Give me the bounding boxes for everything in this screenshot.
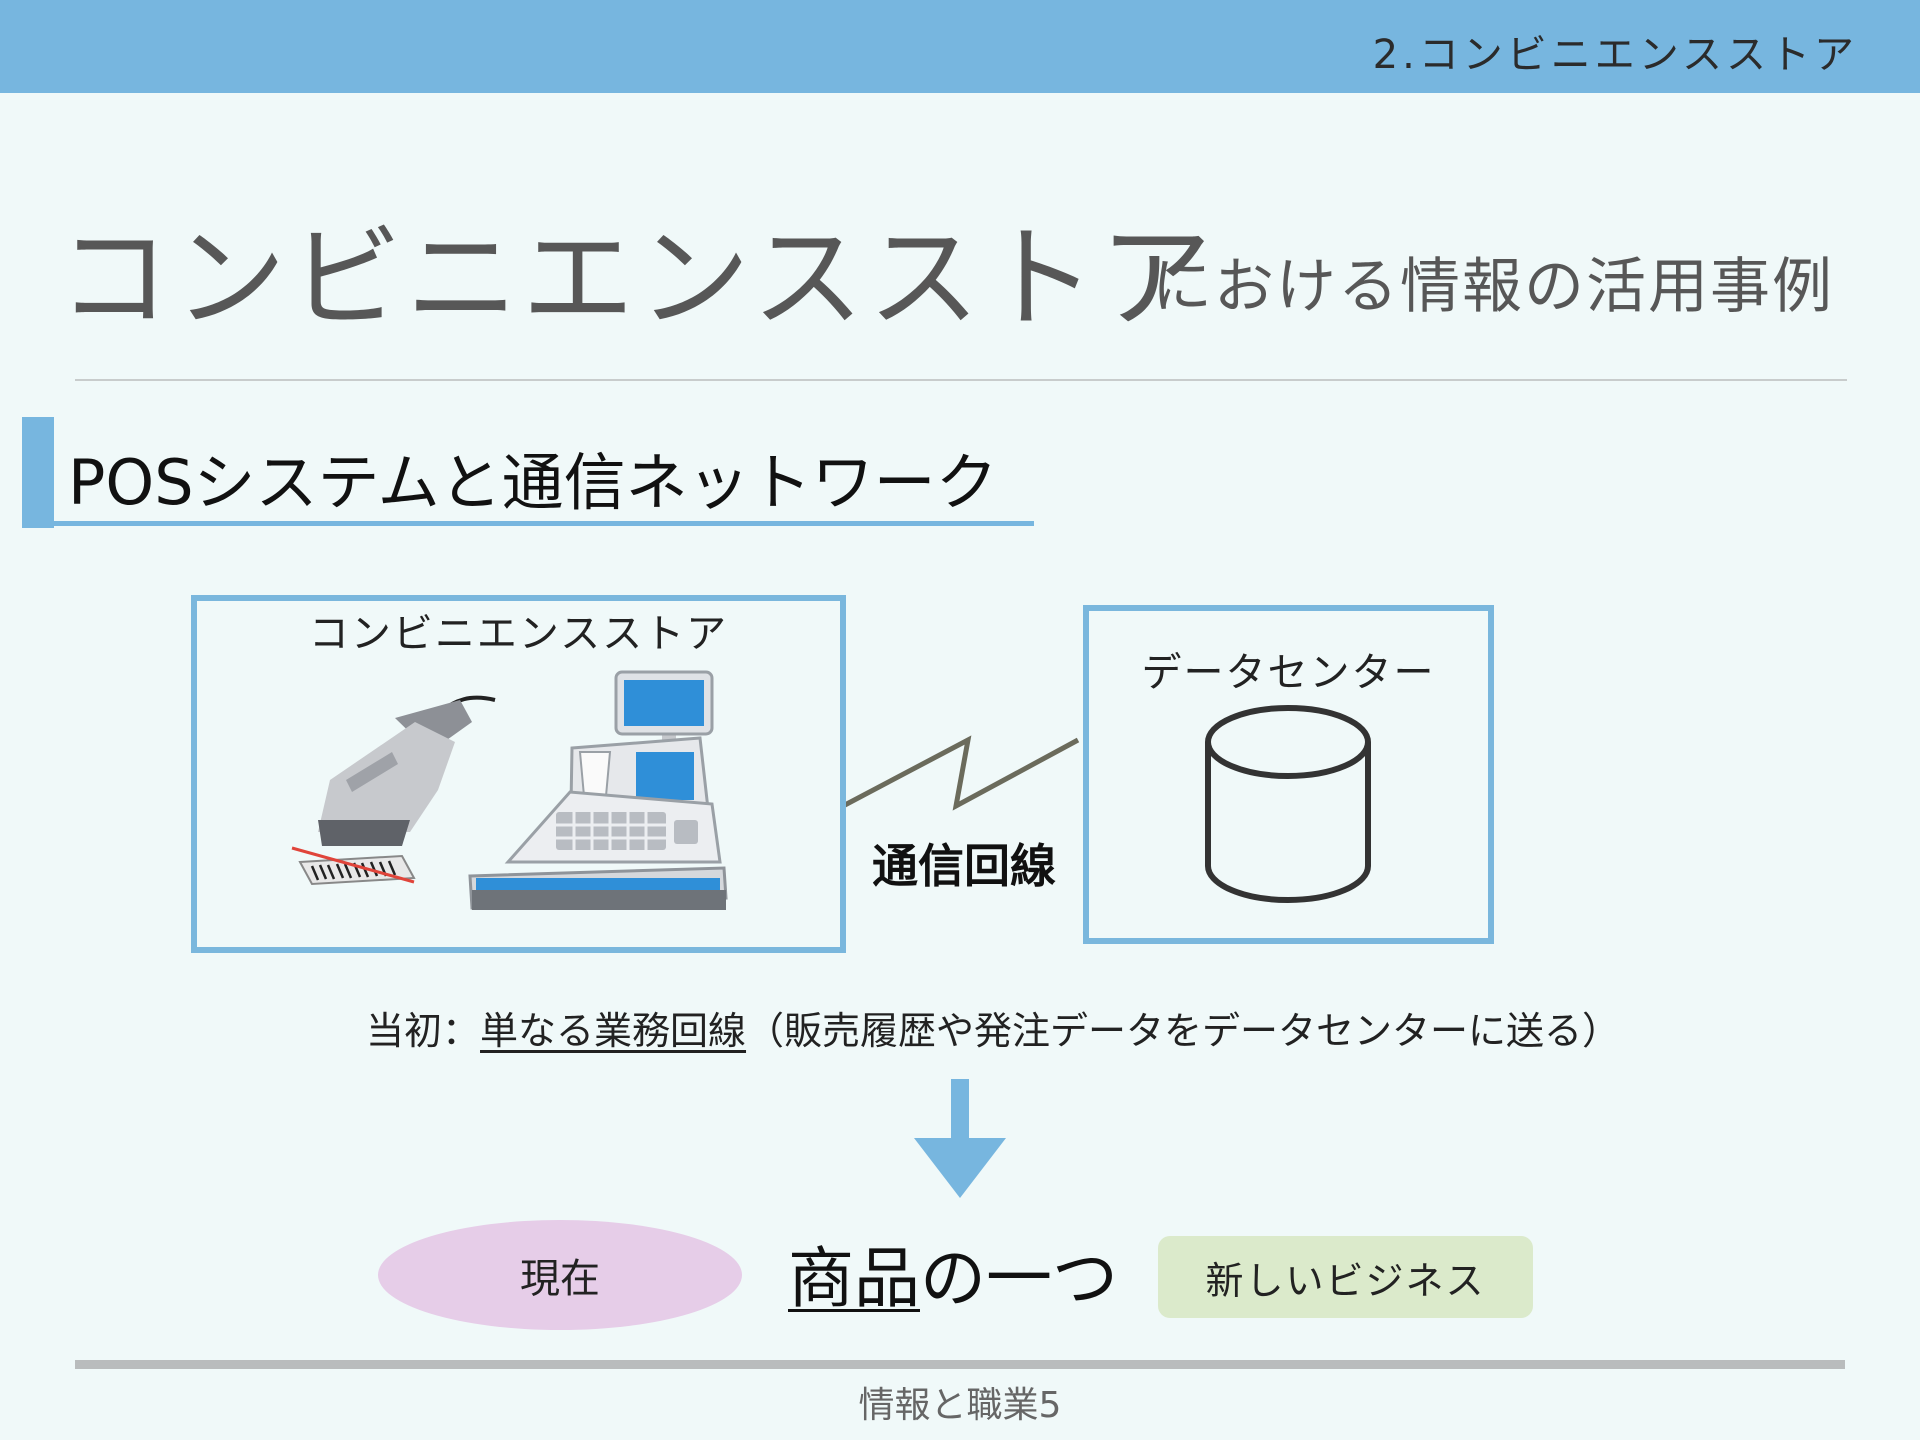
communication-line-label: 通信回線: [872, 839, 1056, 893]
store-box: コンビニエンスストア: [191, 595, 846, 953]
store-label: コンビニエンスストア: [308, 611, 729, 657]
section-heading: POSシステムと通信ネットワーク: [68, 446, 998, 519]
note-underlined: 単なる業務回線: [480, 1009, 747, 1053]
initial-note: 当初：単なる業務回線（販売履歴や発注データをデータセンターに送る）: [366, 1000, 1620, 1055]
note-suffix: （販売履歴や発注データをデータセンターに送る）: [746, 1009, 1621, 1053]
datacenter-box: データセンター: [1083, 605, 1494, 944]
heading-underline: [54, 521, 1034, 526]
footer-divider: [75, 1360, 1845, 1369]
header-bar: 2.コンビニエンスストア: [0, 0, 1920, 93]
datacenter-label: データセンター: [1141, 650, 1436, 696]
title-divider: [75, 379, 1847, 381]
barcode-icon: [291, 846, 416, 886]
footer-text: 情報と職業5: [858, 1385, 1062, 1426]
product-underlined: 商品: [788, 1240, 920, 1317]
new-business-label: 新しいビジネス: [1205, 1258, 1486, 1303]
section-label: 2.コンビニエンスストア: [1372, 32, 1858, 78]
database-cylinder-icon: [1205, 705, 1371, 903]
page-title: コンビニエンスストア: [58, 214, 1216, 344]
now-ellipse: 現在: [378, 1220, 742, 1330]
barcode-scanner-icon: [318, 695, 496, 846]
page-subtitle: における情報の活用事例: [1152, 252, 1834, 322]
cash-register-icon: [468, 670, 728, 910]
note-prefix: 当初：: [366, 1009, 481, 1053]
communication-line: [841, 735, 1080, 811]
new-business-badge: 新しいビジネス: [1158, 1236, 1533, 1318]
heading-accent-bar: [22, 417, 54, 528]
product-rest: の一つ: [920, 1240, 1118, 1317]
product-statement: 商品の一つ: [788, 1225, 1118, 1321]
now-label: 現在: [520, 1256, 600, 1302]
down-arrow-icon: [914, 1079, 1006, 1198]
